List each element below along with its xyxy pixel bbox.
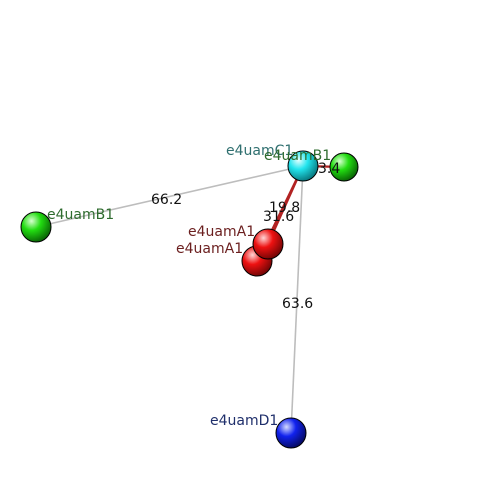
- atom-label: e4uamB1: [264, 148, 331, 164]
- distance-label: 31.6: [263, 209, 294, 225]
- labels: e4uamC1e4uamB1e4uamB1e4uamA1e4uamA1e4uam…: [47, 143, 340, 429]
- atom-label: e4uamA1: [188, 224, 255, 240]
- atom-label: e4uamA1: [176, 241, 243, 257]
- distance-label: 63.6: [282, 296, 313, 312]
- distance-line: [290, 165, 304, 434]
- atom-sphere[interactable]: [20, 211, 52, 243]
- atom-label: e4uamD1: [210, 413, 278, 429]
- distance-line: [35, 165, 304, 228]
- distance-label: 3.4: [318, 161, 340, 177]
- atom-label: e4uamC1: [226, 143, 293, 159]
- atom-sphere[interactable]: [252, 228, 284, 260]
- atoms: [20, 150, 359, 449]
- atom-label: e4uamB1: [47, 207, 114, 223]
- distance-label: 66.2: [151, 192, 182, 208]
- atom-sphere[interactable]: [287, 150, 319, 182]
- distance-label: 19.8: [269, 200, 300, 216]
- atom-sphere[interactable]: [329, 152, 359, 182]
- atom-sphere[interactable]: [275, 417, 307, 449]
